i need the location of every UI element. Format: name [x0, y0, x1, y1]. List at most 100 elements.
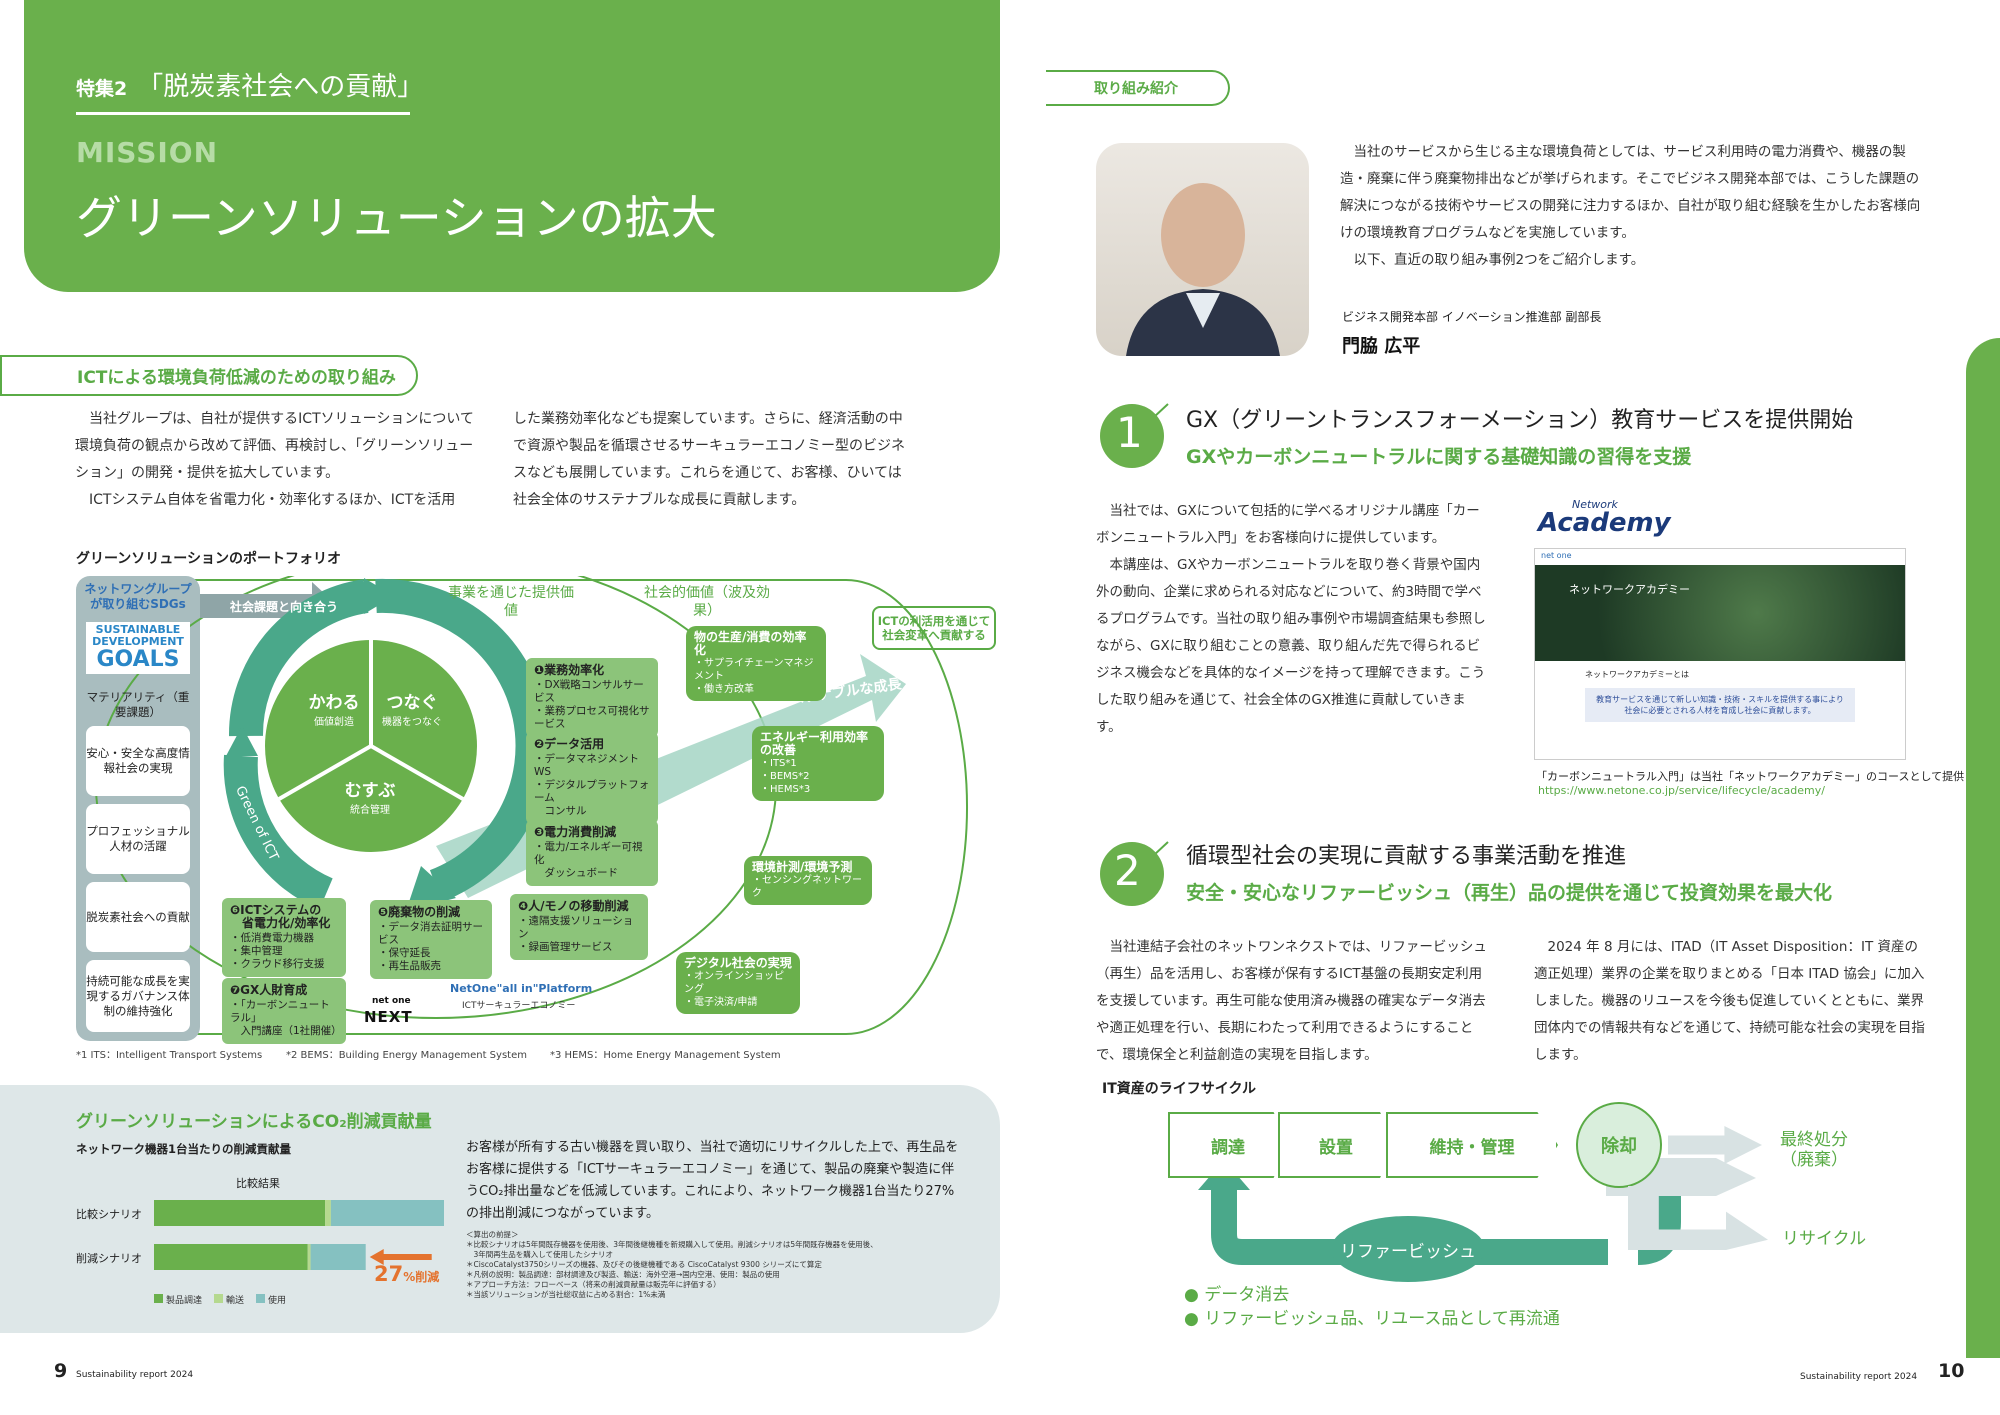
bar-segment	[325, 1200, 331, 1226]
sdg-header: ネットワングループが取り組むSDGs	[84, 582, 192, 611]
case2-number-badge	[1100, 841, 1169, 906]
page-title: グリーンソリューションの拡大	[76, 191, 717, 245]
pie-slice-kawaru: かわる価値創造	[308, 693, 360, 728]
bar-segment	[310, 1244, 366, 1270]
portfolio-diagram: ネットワングループが取り組むSDGs SUSTAINABLE DEVELOPME…	[76, 576, 1002, 1044]
solution-box: ❺廃棄物の削減・データ消去証明サービス ・保守延長 ・再生品販売	[370, 900, 492, 979]
value-business-label: 事業を通じた提供価値	[448, 585, 574, 619]
academy-caption: 「カーボンニュートラル入門」は当社「ネットワークアカデミー」のコースとして提供	[1536, 770, 1965, 783]
reduction-label: 27%削減	[374, 1262, 440, 1286]
allin-logo: NetOne"all in"Platform	[450, 982, 593, 995]
case2-para-2: 2024 年 8 月には、ITAD（IT Asset Disposition：I…	[1534, 939, 1925, 1063]
netone-logo: net one	[372, 996, 411, 1006]
lifecycle-dispose: 除却	[1576, 1102, 1662, 1188]
co2-notes: ＜算出の前提＞ ＊比較シナリオは5年間既存機器を使用後、3年間後継機種を新規購入…	[466, 1230, 878, 1299]
final-disposal-label: 最終処分 （廃棄）	[1780, 1130, 1848, 1170]
footnote-hems: *3 HEMS：Home Energy Management System	[550, 1050, 781, 1061]
ict-change-box: ICTの利活用を通じて社会変革へ貢献する	[872, 606, 996, 650]
co2-chart-subtitle: 比較結果	[236, 1177, 280, 1190]
green-of-ict-arc	[228, 579, 369, 737]
pie-slice-musubu: むすぶ統合管理	[344, 781, 396, 816]
feature-label: 特集2「脱炭素社会への貢献」	[76, 72, 424, 102]
academy-screenshot: net one ネットワークアカデミー ネットワークアカデミーとは 教育サービス…	[1534, 548, 1906, 760]
solution-box: ❶業務効率化・DX戦略コンサルサービス ・業務プロセス可視化サービス	[526, 658, 658, 737]
screenshot-hero: ネットワークアカデミー	[1535, 565, 1905, 661]
case1-number: 1	[1116, 408, 1143, 457]
co2-paragraph: お客様が所有する古い機器を買い取り、当社で適切にリサイクルした上で、再生品をお客…	[466, 1140, 959, 1221]
bullet-item: ● リファービッシュ品、リユース品として再流通	[1184, 1309, 1560, 1329]
ict-section-heading: ICTによる環境負荷低減のための取り組み	[0, 355, 418, 396]
bar-segment	[154, 1200, 326, 1226]
legend-item: 使用	[256, 1293, 286, 1306]
materiality-item: 安心・安全な高度情報社会の実現	[86, 726, 190, 796]
solution-box: ❻ICTシステムの 省電力化/効率化・低消費電力機器 ・集中管理 ・クラウド移行…	[222, 898, 346, 977]
case2-subtitle: 安全・安心なリファービッシュ（再生）品の提供を通じて投資効果を最大化	[1186, 882, 1833, 904]
materiality-item: 脱炭素社会への貢献	[86, 882, 190, 952]
case1-subtitle: GXやカーボンニュートラルに関する基礎知識の習得を支援	[1186, 446, 1692, 468]
footnote-its: *1 ITS：Intelligent Transport Systems	[76, 1050, 263, 1061]
edge-strip	[1966, 338, 2000, 1358]
pie-slice-tsunagu: つなぐ機器をつなぐ	[382, 693, 442, 728]
sdg-logo: SUSTAINABLE DEVELOPMENT GOALS	[86, 622, 190, 674]
portfolio-title: グリーンソリューションのポートフォリオ	[76, 551, 342, 567]
feature-header: 特集2「脱炭素社会への貢献」 MISSION グリーンソリューションの拡大	[24, 0, 1000, 292]
category-label: 削減シナリオ	[76, 1251, 142, 1265]
social-box: デジタル社会の実現・オンラインショッピング ・電子決済/申請	[676, 952, 800, 1014]
recycle-label: リサイクル	[1782, 1229, 1867, 1249]
category-label: 比較シナリオ	[76, 1207, 142, 1221]
lifecycle-step-procure: 調達	[1168, 1112, 1288, 1178]
materiality-label: マテリアリティ（重要課題）	[86, 690, 190, 719]
social-box: エネルギー利用効率の改善・ITS*1 ・BEMS*2 ・HEMS*3	[752, 726, 884, 801]
person-title: ビジネス開発本部 イノベーション推進部 副部長	[1342, 310, 1602, 324]
case-intro-tag: 取り組み紹介	[1046, 70, 1230, 106]
bullet-item: ● データ消去	[1184, 1285, 1290, 1305]
legend-item: 輸送	[214, 1293, 244, 1306]
footnote-bems: *2 BEMS：Building Energy Management Syste…	[286, 1050, 527, 1061]
co2-chart-title: ネットワーク機器1台当たりの削減貢献量	[76, 1142, 291, 1156]
social-issue-label: 社会課題と向き合う	[230, 600, 339, 614]
materiality-item: プロフェッショナル人材の活躍	[86, 804, 190, 874]
header-rule	[76, 112, 410, 115]
person-name: 門脇 広平	[1342, 336, 1421, 357]
next-logo: NEXT	[364, 1008, 413, 1026]
materiality-item: 持続可能な成長を実現するガバナンス体制の維持強化	[86, 960, 190, 1032]
solution-box: ❸電力消費削減・電力/エネルギー可視化 ダッシュボード	[526, 820, 658, 886]
social-box: 環境計測/環境予測・センシングネットワーク	[744, 856, 872, 905]
bar-segment	[330, 1200, 444, 1226]
lifecycle-step-install: 設置	[1278, 1112, 1394, 1178]
ict-para-1: 当社グループは、自社が提供するICTソリューションについて環境負荷の観点から改め…	[75, 411, 474, 508]
value-social-label: 社会的価値（波及効果）	[644, 585, 770, 619]
lifecycle-diagram: 調達 設置 維持・管理 除却 最終処分 （廃棄） リサイクル リファービッシュ …	[1168, 1102, 1988, 1332]
mission-label: MISSION	[76, 136, 219, 169]
reduction-arrow	[369, 1249, 432, 1265]
page-number-left: 9	[54, 1360, 68, 1382]
portrait-photo	[1096, 143, 1309, 356]
solution-box: ❼GX人財育成・「カーボンニュートラル」 入門講座（1社開催）	[222, 978, 346, 1044]
refurbish-oval: リファービッシュ	[1331, 1216, 1485, 1282]
report-name-right: Sustainability report 2024	[1800, 1372, 1918, 1382]
solution-box: ❷データ活用・データマネジメントWS ・デジタルプラットフォーム コンサル	[526, 732, 658, 824]
bar-segment	[154, 1244, 308, 1270]
lifecycle-title: IT資産のライフサイクル	[1102, 1081, 1257, 1097]
lifecycle-step-maintain: 維持・管理	[1386, 1112, 1558, 1178]
case2-number: 2	[1114, 846, 1141, 895]
allin-sub: ICTサーキュラーエコノミー	[462, 1001, 576, 1011]
intro-paragraph: 当社のサービスから生じる主な環境負荷としては、サービス利用時の電力消費や、機器の…	[1340, 144, 1921, 268]
co2-legend: 製品調達 輸送 使用	[154, 1293, 286, 1306]
page-number-right: 10	[1938, 1360, 1965, 1382]
academy-url[interactable]: https://www.netone.co.jp/service/lifecyc…	[1538, 784, 1825, 797]
legend-item: 製品調達	[154, 1293, 202, 1306]
social-box: 物の生産/消費の効率化・サプライチェーンマネジメント ・働き方改革	[686, 626, 826, 701]
solution-box: ❹人/モノの移動削減・遠隔支援ソリューション ・録画管理サービス	[510, 894, 648, 960]
case1-paragraph: 当社では、GXについて包括的に学べるオリジナル講座「カーボンニュートラル入門」を…	[1096, 503, 1486, 735]
co2-heading: グリーンソリューションによるCO₂削減貢献量	[76, 1112, 432, 1132]
case2-title: 循環型社会の実現に貢献する事業活動を推進	[1186, 844, 1627, 869]
report-name-left: Sustainability report 2024	[76, 1370, 194, 1380]
bar-segment	[307, 1244, 311, 1270]
ict-para-2: した業務効率化なども提案しています。さらに、経済活動の中で資源や製品を循環させる…	[513, 411, 905, 508]
case1-title: GX（グリーントランスフォーメーション）教育サービスを提供開始	[1186, 408, 1854, 433]
case2-para-1: 当社連結子会社のネットワンネクストでは、リファービッシュ（再生）品を活用し、お客…	[1096, 939, 1487, 1063]
case1-number-badge	[1100, 403, 1169, 468]
